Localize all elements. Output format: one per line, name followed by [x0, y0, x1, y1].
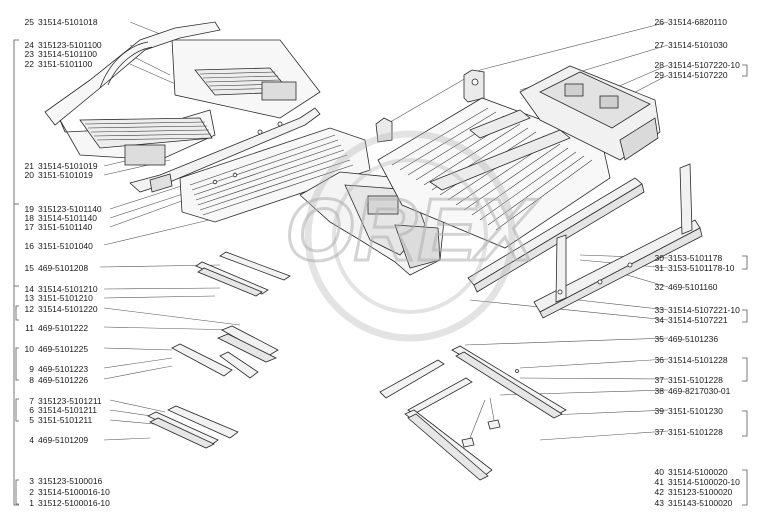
watermark-gear: [304, 130, 516, 342]
part-crossbars-bottom-right: [379, 345, 567, 481]
part-middle-floor-panel: [179, 127, 371, 223]
watermark-text: OREX: [285, 180, 540, 279]
part-rear-left-floor-panel: [44, 21, 321, 166]
watermark-text-layer: OREX: [284, 179, 542, 281]
part-main-floor-panel: [377, 97, 611, 249]
part-side-rails-right: [467, 163, 703, 319]
group-brackets: [13, 39, 748, 506]
part-front-step-box: [519, 65, 661, 161]
part-small-channels-left: [147, 251, 291, 449]
part-rear-crossmember: [129, 107, 321, 193]
part-bracket: [375, 69, 485, 143]
